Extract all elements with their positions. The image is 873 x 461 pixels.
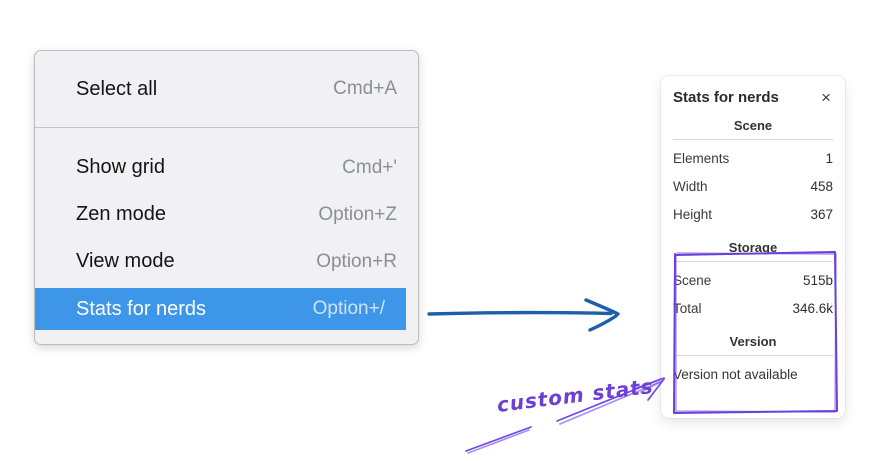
section-divider [673, 139, 833, 140]
stat-row-height: Height 367 [673, 200, 833, 228]
menu-item-shortcut: Cmd+A [333, 78, 397, 99]
menu-divider [35, 127, 418, 128]
section-heading-storage: Storage [728, 240, 778, 255]
menu-item-label: Show grid [76, 156, 165, 178]
menu-section: Show grid Cmd+' Zen mode Option+Z View m… [35, 128, 418, 330]
flow-arrow [427, 298, 620, 332]
menu-item-show-grid[interactable]: Show grid Cmd+' [35, 144, 418, 191]
context-menu: Select all Cmd+A Show grid Cmd+' Zen mod… [34, 50, 419, 345]
menu-item-shortcut: Option+R [316, 250, 397, 272]
annotation-arrow [465, 377, 665, 454]
menu-item-label: Select all [76, 77, 158, 100]
section-heading-version: Version [729, 334, 777, 349]
section-divider [673, 261, 833, 262]
stat-value: 346.6k [792, 300, 833, 316]
stat-label: Total [673, 300, 702, 316]
menu-item-select-all[interactable]: Select all Cmd+A [35, 51, 418, 127]
stat-value: 367 [810, 206, 833, 222]
stat-row-width: Width 458 [673, 172, 833, 200]
menu-item-label: View mode [76, 250, 175, 272]
menu-item-label: Stats for nerds [76, 297, 207, 320]
stats-panel-title: Stats for nerds [673, 89, 779, 106]
menu-item-shortcut: Option+Z [318, 203, 397, 225]
stat-label: Elements [673, 150, 730, 166]
close-icon[interactable]: × [821, 88, 831, 107]
annotation-label: custom stats [495, 373, 655, 417]
stat-row-storage-scene: Scene 515b [673, 266, 833, 294]
stats-panel: Stats for nerds × Scene Elements 1 Width… [661, 76, 845, 418]
menu-item-shortcut: Option+/ [312, 298, 385, 319]
menu-item-shortcut: Cmd+' [342, 156, 397, 178]
menu-item-zen-mode[interactable]: Zen mode Option+Z [35, 191, 418, 238]
section-heading-scene: Scene [733, 118, 773, 133]
stat-label: Scene [673, 272, 712, 288]
menu-item-view-mode[interactable]: View mode Option+R [35, 238, 418, 285]
stat-value: 458 [810, 178, 833, 194]
stat-value: 1 [825, 150, 833, 166]
section-divider [673, 355, 833, 356]
stat-label: Height [673, 206, 713, 222]
stat-row-storage-total: Total 346.6k [673, 294, 833, 322]
stat-row-elements: Elements 1 [673, 144, 833, 172]
menu-item-stats-for-nerds[interactable]: Stats for nerds Option+/ [35, 288, 406, 330]
menu-item-label: Zen mode [76, 203, 167, 225]
stat-label: Width [673, 178, 708, 194]
stat-value: 515b [802, 272, 833, 288]
stats-panel-header: Stats for nerds × [673, 89, 833, 106]
version-note: Version not available [673, 366, 798, 382]
